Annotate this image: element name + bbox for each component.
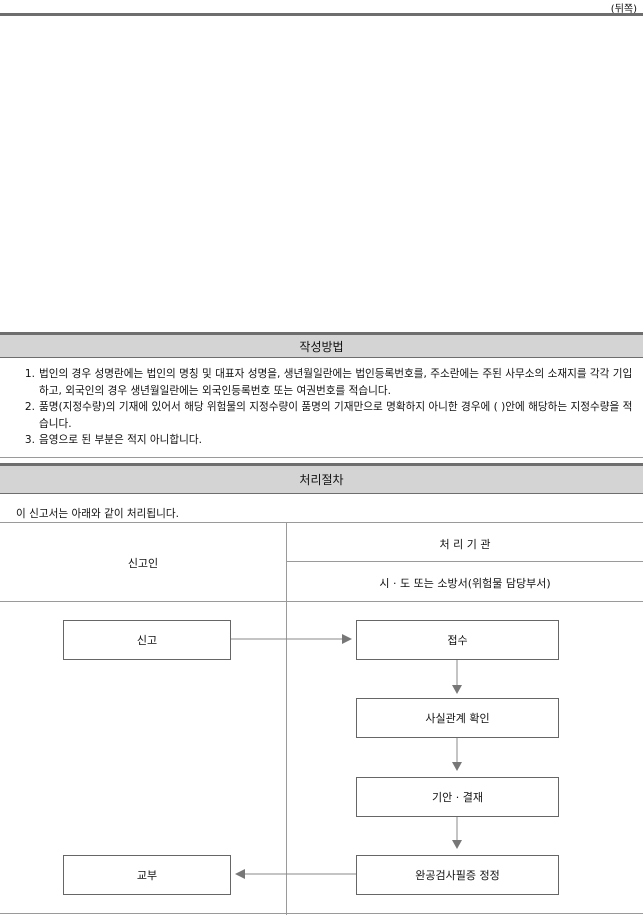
applicant-header: 신고인 <box>127 557 159 570</box>
method-bottom-divider <box>0 457 643 458</box>
step-label: 접수 <box>447 634 468 647</box>
note-text: 법인의 경우 성명란에는 법인의 명칭 및 대표자 성명을, 생년월일란에는 법… <box>39 368 633 397</box>
procedure-section-header: 처리절차 <box>0 463 643 494</box>
step-report-box: 신고 <box>63 620 231 660</box>
arrowhead-down <box>452 685 462 694</box>
table-top-line <box>0 522 643 523</box>
method-note-2: 2. 품명(지정수량)의 기재에 있어서 해당 위험물의 지정수량이 품명의 기… <box>6 399 638 432</box>
method-title: 작성방법 <box>299 339 344 354</box>
note-text: 음영으로 된 부분은 적지 아니합니다. <box>39 434 203 446</box>
step-issue-box: 교부 <box>63 855 231 895</box>
step-approval-box: 기안 · 결재 <box>356 777 559 817</box>
method-notes: 1. 법인의 경우 성명란에는 법인의 명칭 및 대표자 성명을, 생년월일란에… <box>6 366 638 449</box>
method-note-1: 1. 법인의 경우 성명란에는 법인의 명칭 및 대표자 성명을, 생년월일란에… <box>6 366 638 399</box>
table-bottom-line <box>0 913 643 914</box>
page-side-label: (뒤쪽) <box>610 4 637 15</box>
step-label: 교부 <box>136 869 158 882</box>
step-fact-check-box: 사실관계 확인 <box>356 698 559 738</box>
agency-subheader: 시 · 도 또는 소방서(위험물 담당부서) <box>379 577 551 590</box>
method-note-3: 3. 음영으로 된 부분은 적지 아니합니다. <box>6 432 638 449</box>
method-section-header: 작성방법 <box>0 332 643 358</box>
note-number: 2. <box>24 401 35 413</box>
step-receipt-box: 접수 <box>356 620 559 660</box>
agency-header: 처 리 기 관 <box>439 538 491 551</box>
column-divider <box>286 522 287 915</box>
arrowhead-right <box>342 634 352 644</box>
arrowhead-down <box>452 840 462 849</box>
arrowhead-down <box>452 762 462 771</box>
note-text: 품명(지정수량)의 기재에 있어서 해당 위험물의 지정수량이 품명의 기재만으… <box>39 401 633 430</box>
procedure-title: 처리절차 <box>299 473 344 487</box>
agency-header-line <box>287 561 643 562</box>
header-bottom-line <box>0 601 643 602</box>
note-number: 1. <box>24 368 35 380</box>
step-label: 기안 · 결재 <box>432 791 483 804</box>
note-number: 3. <box>24 434 35 446</box>
procedure-intro: 이 신고서는 아래와 같이 처리됩니다. <box>16 508 180 520</box>
step-correction-box: 완공검사필증 정정 <box>356 855 559 895</box>
arrowhead-left <box>235 869 245 879</box>
top-divider <box>0 13 643 16</box>
step-label: 사실관계 확인 <box>425 712 490 725</box>
step-label: 신고 <box>136 634 158 647</box>
step-label: 완공검사필증 정정 <box>415 869 500 882</box>
